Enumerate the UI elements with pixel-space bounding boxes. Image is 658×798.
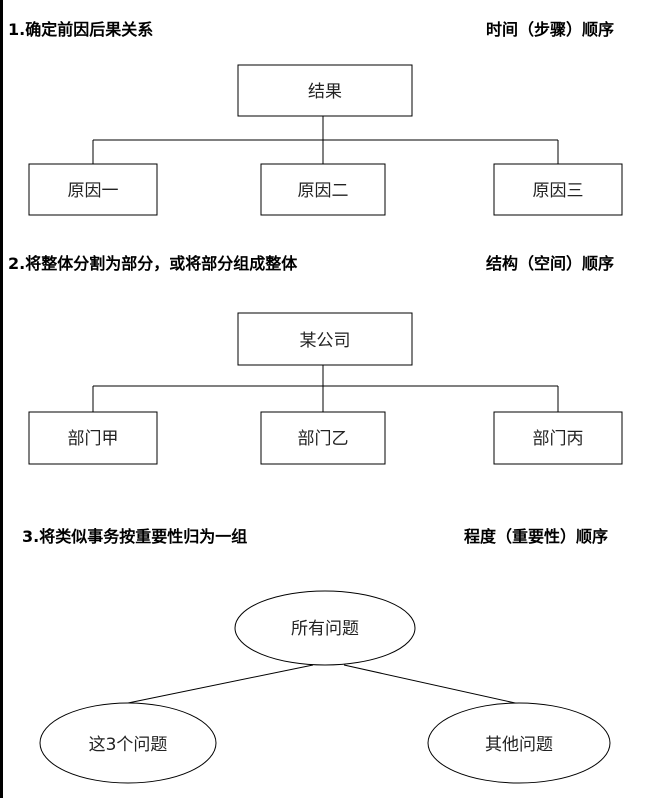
section1-child-label: 原因一 bbox=[68, 181, 119, 201]
section3-connectors bbox=[127, 664, 525, 706]
section2-root-node: 某公司 bbox=[237, 312, 413, 366]
section1-heading: 1.确定前因后果关系 bbox=[8, 20, 154, 39]
section2-connectors bbox=[92, 365, 559, 412]
section2-heading: 2.将整体分割为部分，或将部分组成整体 bbox=[8, 254, 298, 273]
section3-heading: 3.将类似事务按重要性归为一组 bbox=[22, 527, 248, 546]
section2-root-label: 某公司 bbox=[300, 331, 351, 351]
section2-child-node: 部门甲 bbox=[28, 411, 158, 465]
section1-child-node: 原因三 bbox=[493, 163, 623, 216]
section1-root-node: 结果 bbox=[237, 64, 413, 117]
section1-child-node: 原因一 bbox=[28, 163, 158, 216]
section2-child-node: 部门乙 bbox=[260, 411, 386, 465]
left-border bbox=[0, 0, 3, 798]
section3-child-label: 其他问题 bbox=[485, 735, 553, 755]
section2-child-label: 部门甲 bbox=[68, 429, 119, 449]
section2-child-label: 部门丙 bbox=[533, 429, 584, 449]
section3-child-node: 这3个问题 bbox=[39, 702, 217, 784]
section1-order-label: 时间（步骤）顺序 bbox=[486, 20, 615, 39]
section1-child-node: 原因二 bbox=[260, 163, 386, 216]
section2-child-label: 部门乙 bbox=[298, 429, 349, 449]
section2-child-node: 部门丙 bbox=[493, 411, 623, 465]
section3-root-label: 所有问题 bbox=[291, 619, 359, 639]
section2-order-label: 结构（空间）顺序 bbox=[486, 254, 615, 273]
section1-child-label: 原因二 bbox=[298, 181, 349, 201]
section1-connectors bbox=[92, 116, 559, 164]
section1-child-label: 原因三 bbox=[533, 181, 584, 201]
section3-order-label: 程度（重要性）顺序 bbox=[464, 527, 609, 546]
section3-root-node: 所有问题 bbox=[234, 590, 416, 666]
section3-child-label: 这3个问题 bbox=[89, 735, 168, 755]
section1-root-label: 结果 bbox=[308, 82, 342, 102]
section3-child-node: 其他问题 bbox=[427, 702, 611, 784]
